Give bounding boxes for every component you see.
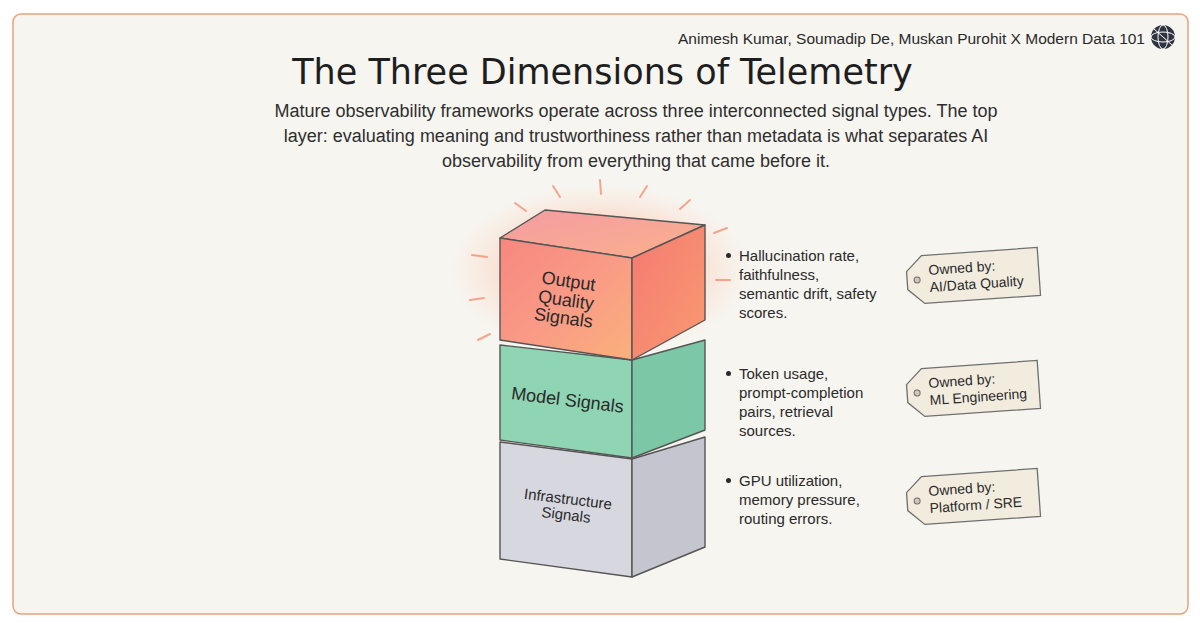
glow-ray (470, 298, 484, 300)
owner-tag: Owned by:ML Engineering (903, 358, 1042, 419)
cube-face (500, 345, 632, 458)
signal-examples: Hallucination rate, faithfulness, semant… (739, 246, 879, 322)
cube-label: Model Signals (510, 384, 625, 417)
tag-hole (914, 498, 920, 504)
owner-tag: Owned by:AI/Data Quality (903, 245, 1042, 306)
glow-ray (515, 203, 526, 211)
title: The Three Dimensions of Telemetry (150, 50, 1055, 94)
tag-label-box: Owned by:Platform / SRE (928, 477, 1023, 517)
tag-hole (914, 277, 920, 283)
tag-label-box: Owned by:AI/Data Quality (928, 256, 1024, 296)
cube-face (632, 437, 705, 577)
cube-face (500, 238, 632, 360)
signal-examples: Token usage, prompt-completion pairs, re… (739, 364, 884, 440)
glow-ray (640, 186, 647, 197)
author-credit: Animesh Kumar, Soumadip De, Muskan Puroh… (678, 29, 1145, 49)
logo-line (1154, 29, 1172, 45)
owner-tag: Owned by:Platform / SRE (903, 466, 1042, 527)
cube-label: Infrastructure Signals (496, 483, 639, 531)
logo-disc (1151, 25, 1175, 49)
cube-outline (495, 205, 710, 365)
bullet-dot (726, 478, 731, 483)
cube-face (632, 225, 705, 360)
glow-ray (553, 186, 560, 197)
signal-examples: GPU utilization, memory pressure, routin… (739, 471, 874, 528)
glow-ray (472, 255, 487, 257)
tag-hole (914, 390, 920, 396)
bullet-dot (726, 371, 731, 376)
tag-body (905, 360, 1040, 417)
caption: Mature observability frameworks operate … (258, 99, 1014, 174)
signal-cube: Infrastructure Signals (495, 437, 710, 582)
glow-ray (716, 279, 730, 281)
signal-cube: Model Signals (495, 340, 710, 465)
glow-ray (600, 180, 601, 194)
tag-label-box: Owned by:ML Engineering (928, 368, 1028, 409)
cube-label-box: Output Quality Signals (512, 254, 620, 347)
outer-frame (13, 14, 1188, 614)
signal-cube: Output Quality Signals (495, 205, 710, 365)
cube-label-box: Model Signals (506, 358, 629, 441)
tag-body (905, 247, 1040, 304)
tag-body (905, 468, 1040, 525)
glow-ray (714, 228, 727, 233)
glow-ray (680, 200, 690, 209)
brand-logo (1151, 25, 1175, 49)
glow-ray (478, 334, 490, 340)
bullet-dot (726, 253, 731, 258)
cube-label: Output Quality Signals (514, 265, 619, 335)
